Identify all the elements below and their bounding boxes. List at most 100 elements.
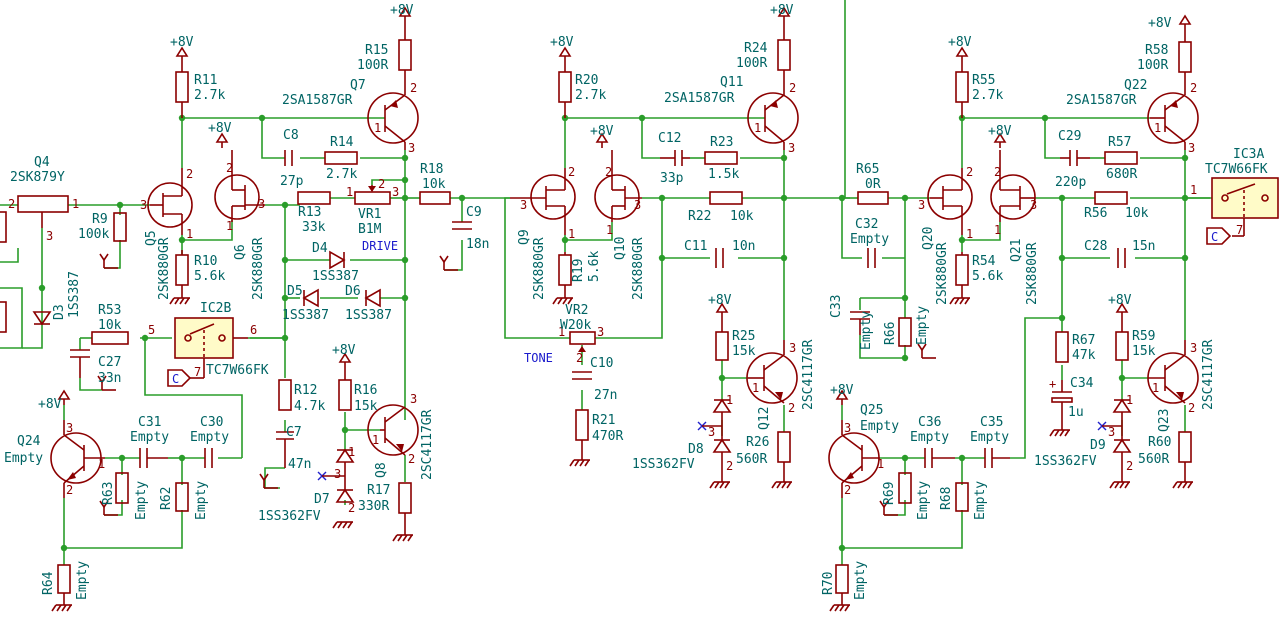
part-value: TC7W66FK <box>206 363 269 378</box>
pin-number: 1 <box>558 325 565 339</box>
part-value: 1SS387 <box>345 308 392 323</box>
part-value: 1u <box>1068 405 1084 420</box>
pin-number: 1 <box>186 227 193 241</box>
part-reference: R10 <box>194 254 217 269</box>
pin-number: 2 <box>408 452 415 466</box>
part-reference: R64 <box>41 571 56 595</box>
part-value: 15k <box>1132 344 1156 359</box>
part-value: Empty <box>859 311 874 350</box>
pin-number: 3 <box>634 198 641 212</box>
part-value: 10n <box>732 239 755 254</box>
label: +8V <box>590 124 614 139</box>
part-value: Empty <box>75 561 90 600</box>
net-label-drive: DRIVE <box>362 239 398 253</box>
part-value: 10k <box>422 177 446 192</box>
part-reference: C29 <box>1058 129 1081 144</box>
pin-number: 1 <box>1154 121 1161 135</box>
pin-number: 3 <box>708 425 715 439</box>
label: C <box>1211 230 1218 244</box>
part-reference: Q20 <box>921 227 936 250</box>
pin-number: 3 <box>140 198 147 212</box>
part-reference: R67 <box>1072 333 1095 348</box>
part-value: 2SC4117GR <box>1201 339 1216 410</box>
part-value: 100k <box>78 227 109 242</box>
part-reference: IC2B <box>200 301 231 316</box>
pin-number: 1 <box>994 223 1001 237</box>
pin-number: 1 <box>877 457 884 471</box>
part-value: Empty <box>130 430 169 445</box>
part-reference: R62 <box>159 487 174 510</box>
part-value: Empty <box>850 232 889 247</box>
part-reference: R25 <box>732 329 755 344</box>
part-reference: R19 <box>571 259 586 282</box>
part-reference: VR2 <box>565 303 588 318</box>
part-reference: R18 <box>420 162 443 177</box>
part-reference: C27 <box>98 355 121 370</box>
part-reference: VR1 <box>358 207 381 222</box>
pin-number: 2 <box>348 501 355 515</box>
part-value: 5.6k <box>194 269 225 284</box>
part-value: 2SK880GR <box>1025 242 1040 305</box>
part-value: 100R <box>736 56 767 71</box>
part-value: 10k <box>1125 206 1149 221</box>
part-reference: R65 <box>856 162 879 177</box>
pin-number: 2 <box>186 167 193 181</box>
pin-number: 3 <box>258 197 265 211</box>
pin-number: 1 <box>754 121 761 135</box>
label: + <box>1049 377 1056 391</box>
part-value: TC7W66FK <box>1205 162 1268 177</box>
part-value: Empty <box>4 451 43 466</box>
pin-number: 2 <box>378 177 385 191</box>
pin-number: 2 <box>844 483 851 497</box>
part-value: 2SK879Y <box>10 170 65 185</box>
part-value: Empty <box>860 419 899 434</box>
part-value: 2.7k <box>972 88 1003 103</box>
power-symbols: +8V +8V +8V +8V +8V +8V +8V +8V +8V +8V … <box>38 3 1191 412</box>
part-value: 33p <box>660 171 684 186</box>
part-reference: R70 <box>821 572 836 595</box>
pin-number: 1 <box>98 457 105 471</box>
part-reference: R21 <box>592 413 615 428</box>
pin-number: 2 <box>788 401 795 415</box>
part-reference: R23 <box>710 135 733 150</box>
part-reference: Q4 <box>34 155 50 170</box>
pin-number: 2 <box>789 81 796 95</box>
part-value: 15k <box>732 344 756 359</box>
pin-number: 3 <box>789 341 796 355</box>
pin-number: 3 <box>410 392 417 406</box>
pin-number: 3 <box>788 141 795 155</box>
part-reference: D7 <box>314 492 330 507</box>
label: C <box>172 372 179 386</box>
label: +8V <box>170 35 194 50</box>
pin-number: 2 <box>226 161 233 175</box>
pin-number: 1 <box>568 227 575 241</box>
part-value: 2SK880GR <box>935 242 950 305</box>
part-reference: Q23 <box>1157 409 1172 432</box>
part-reference: R24 <box>744 41 768 56</box>
pin-number: 3 <box>66 421 73 435</box>
part-reference: R11 <box>194 73 217 88</box>
